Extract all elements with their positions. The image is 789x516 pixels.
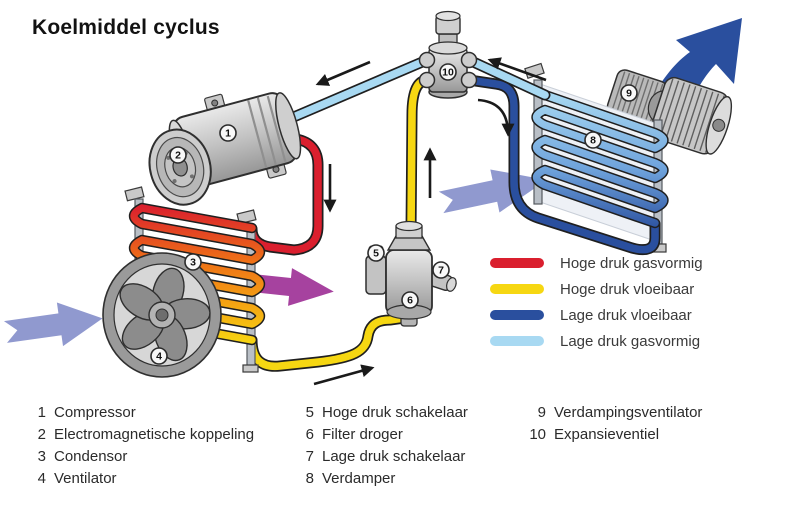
- part-marker-4: 4: [150, 347, 168, 365]
- cold-air-in-arrow-fan: [3, 302, 103, 347]
- part-marker-2: 2: [169, 146, 187, 164]
- part-marker-8: 8: [584, 131, 602, 149]
- legend-swatch-high-liquid: [490, 284, 544, 294]
- flow-arrow-condenser-to-filter: [313, 364, 375, 386]
- legend-label-high-gas: Hoge druk gasvormig: [560, 255, 703, 272]
- cold-air-in-arrow-evaporator: [438, 169, 547, 214]
- flow-arrow-to-compressor: [315, 60, 371, 86]
- condenser-fan: [102, 252, 222, 378]
- flow-arrow-valve-to-evaporator: [477, 98, 515, 137]
- svg-text:9: 9: [626, 88, 632, 100]
- part-marker-9: 9: [620, 84, 638, 102]
- legend-swatch-low-gas: [490, 336, 544, 346]
- legend-swatch-high-gas: [490, 258, 544, 268]
- electromagnetic-clutch: [148, 128, 212, 206]
- part-marker-6: 6: [401, 291, 419, 309]
- part-marker-1: 1: [219, 124, 237, 142]
- cycle-schematic: 1 2 3 4 5 6 7 8 9 10 Hoge druk gasvormig…: [3, 10, 742, 386]
- legend-swatch-low-liquid: [490, 310, 544, 320]
- flow-arrow-evaporator-return: [487, 57, 547, 82]
- svg-text:7: 7: [438, 265, 444, 277]
- svg-text:3: 3: [190, 257, 196, 269]
- compressor: [148, 92, 302, 206]
- legend-label-low-liquid: Lage druk vloeibaar: [560, 307, 692, 324]
- svg-text:8: 8: [590, 135, 596, 147]
- expansion-valve: [418, 10, 478, 99]
- legend-label-low-gas: Lage druk gasvormig: [560, 333, 700, 350]
- part-marker-3: 3: [184, 253, 202, 271]
- legend-label-high-liquid: Hoge druk vloeibaar: [560, 281, 694, 298]
- svg-text:10: 10: [442, 67, 454, 79]
- svg-text:6: 6: [407, 295, 413, 307]
- warm-air-out-arrow: [239, 268, 334, 306]
- svg-text:5: 5: [373, 248, 379, 260]
- part-marker-10: 10: [439, 63, 457, 81]
- part-marker-7: 7: [432, 261, 450, 279]
- svg-text:1: 1: [225, 128, 231, 140]
- page-title: Koelmiddel cyclus: [32, 16, 220, 39]
- part-marker-5: 5: [367, 244, 385, 262]
- svg-text:2: 2: [175, 150, 181, 162]
- legend: Hoge druk gasvormig Hoge druk vloeibaar …: [490, 255, 703, 350]
- svg-text:4: 4: [156, 351, 162, 363]
